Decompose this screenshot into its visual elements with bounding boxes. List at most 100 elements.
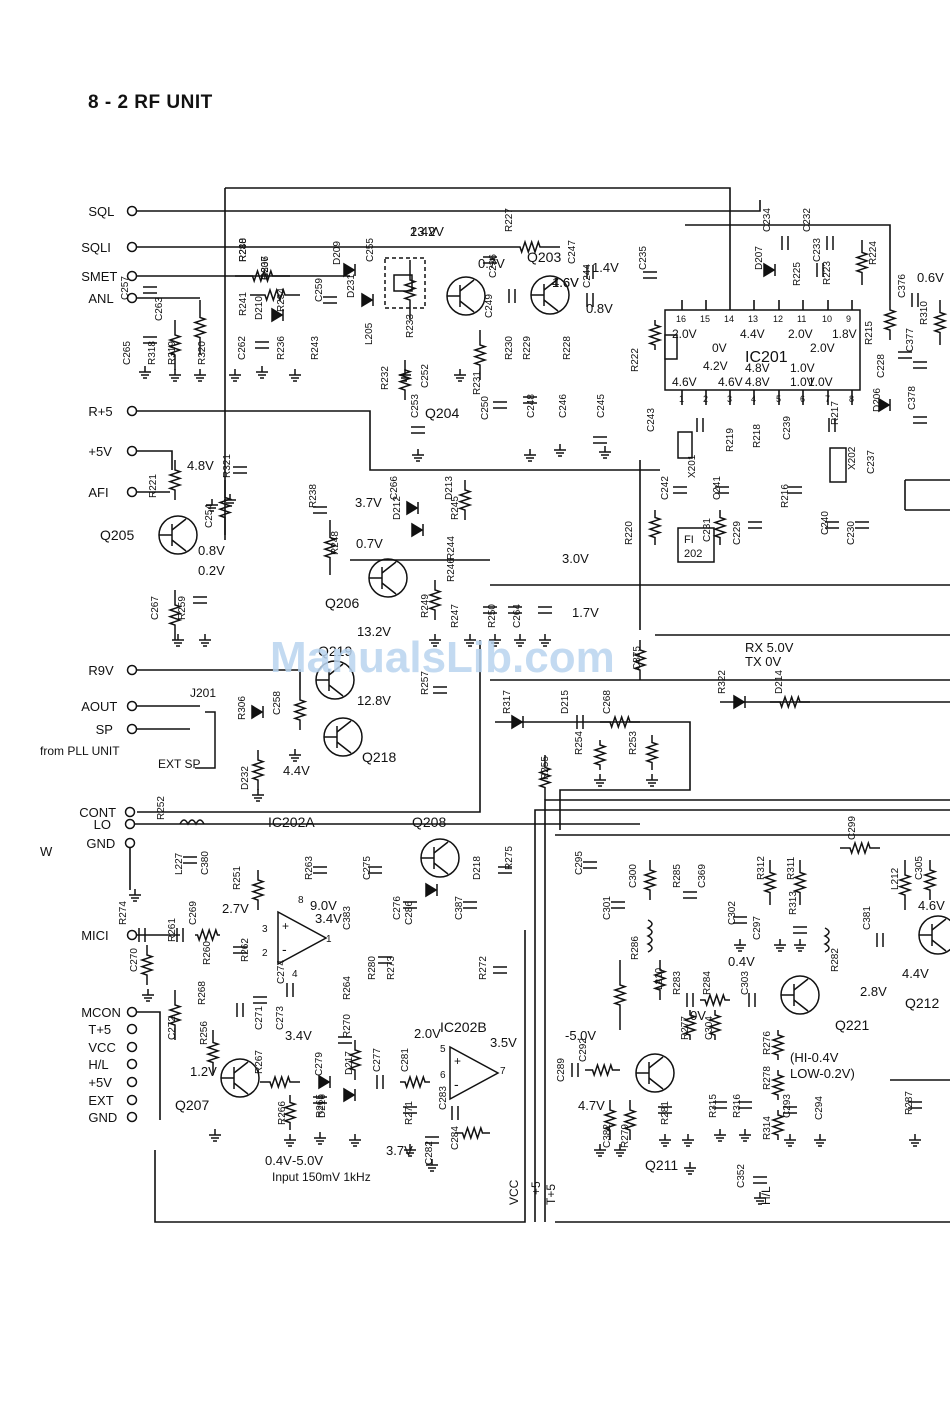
r259 [167,590,183,640]
ref-d218: D218 [472,856,483,880]
ref-c230: C230 [846,521,857,545]
r285 [642,860,658,900]
r265 [282,1095,298,1130]
ref-r278: R278 [762,1066,773,1090]
r254 [600,714,640,730]
transistor-q207 [233,1082,249,1095]
ref-r249: R249 [420,594,431,618]
ref-c282: C282 [424,1141,435,1165]
ref-c295: C295 [574,851,585,875]
ref-c247: C247 [567,240,578,264]
x201-body [677,431,693,459]
ic201-voltage: 1.0V [790,361,815,375]
ic201-voltage: 1.0V [808,375,833,389]
voltage-label: 0.7V [356,536,383,551]
ref-c234: C234 [762,208,773,232]
r260 [139,945,155,985]
ref-c302: C302 [727,901,738,925]
ref-c383: C383 [342,906,353,930]
d212 [406,500,419,516]
transistor-q211 [648,1056,664,1069]
r255 [644,735,660,770]
r266 [260,1074,300,1090]
ref-r319: R319 [167,341,178,365]
ref-r316: R316 [732,1094,743,1118]
ref-r240: R240 [238,238,249,262]
note-ext-sp: EXT SP [158,757,200,771]
voltage-label: 9.0V [310,898,337,913]
r306 [292,690,308,730]
transistor-q204 [459,300,475,313]
l212-coil [823,927,830,953]
ref-r238: R238 [308,484,319,508]
ref-c293: C293 [782,1094,793,1118]
ic201-pin-number: 2 [703,394,708,404]
terminal-12 [124,837,136,849]
x202-label: X202 [847,446,858,470]
ref-r274: R274 [118,901,129,925]
ic201-pin-number: 13 [748,314,758,324]
sql-line [137,200,761,212]
voltage-label: 0.4V [265,1153,292,1168]
transistor-q203 [543,278,559,291]
ic202a [277,910,328,966]
transistor-q218 [336,720,352,733]
ic201-pin-number: 10 [822,314,832,324]
r313 [792,860,808,905]
transistor-label-q207: Q207 [175,1097,209,1113]
r237 [250,287,300,303]
l210-coil [646,919,653,953]
r238 [217,480,233,535]
voltage-label: 4.7V [578,1098,605,1113]
ref-c252: C252 [420,364,431,388]
ref-r264: R264 [342,976,353,1000]
voltage-label: 13.2V [410,224,444,239]
ref-r321: R321 [222,454,233,478]
ref-r311: R311 [786,856,797,880]
voltage-label: 1.4V [592,260,619,275]
ic201-label: IC201 [745,349,788,366]
ref-c254: C254 [204,504,215,528]
ref-c303: C303 [740,971,751,995]
ref-r287: R287 [904,1091,915,1115]
transistor-q205 [171,518,187,531]
ic201-voltage: 1.8V [832,327,857,341]
voltage-label: 4.4V [283,763,310,778]
ref-r255: R255 [540,756,551,780]
ref-r267: R267 [254,1050,265,1074]
ref-d216: D216 [317,1094,328,1118]
r287 [897,860,913,910]
ref-r234: R234 [276,288,287,312]
ref-r216: R216 [780,484,791,508]
r311 [762,860,778,905]
ic201-voltage: 2.0V [810,341,835,355]
terminal-2 [126,270,138,282]
ref-c240: C240 [820,511,831,535]
ref-c248: C248 [526,394,537,418]
note-tx: TX 0V [745,654,781,669]
ref-r262: R262 [240,938,251,962]
ref-c380: C380 [200,851,211,875]
terminal-label-afi: AFI [88,485,108,500]
ref-r306: R306 [237,696,248,720]
r233 [402,260,418,320]
ref-r245: R245 [450,496,461,520]
ref-c229: C229 [732,521,743,545]
ref-r241: R241 [238,292,249,316]
ref-c266: C266 [389,476,400,500]
terminal-0 [126,205,138,217]
terminal-label-t5: T+5 [88,1022,111,1037]
voltage-label: 0V [690,1008,706,1023]
r257 [250,750,266,790]
ref-d207: D207 [754,246,765,270]
terminal-6 [126,486,138,498]
ref-c243: C243 [646,408,657,432]
ic201-pin-number: 16 [676,314,686,324]
ref-r318: R318 [147,341,158,365]
voltage-label: 4.6V [918,898,945,913]
terminal-label-cont: CONT [79,805,116,820]
ref-c304: C304 [704,1016,715,1040]
ref-c275: C275 [362,856,373,880]
voltage-label: 0.7V [478,256,505,271]
ref-c283: C283 [438,1086,449,1110]
